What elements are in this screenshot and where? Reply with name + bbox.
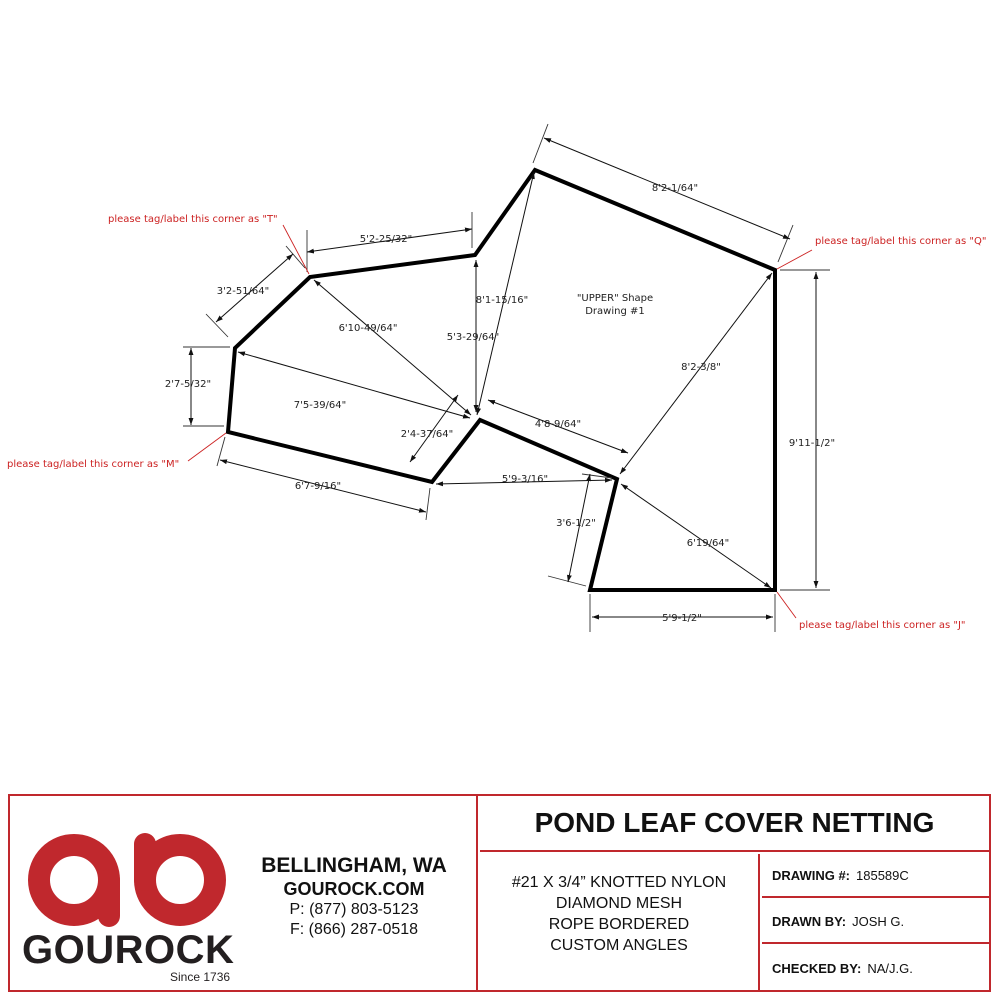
dim-bottom-left-edge: 6'7-9/16": [295, 481, 341, 492]
checked-by-label: CHECKED BY:: [772, 960, 862, 976]
dim-inner-center-right: 4'8-9/64": [535, 419, 581, 430]
checked-by-value: NA/J.G.: [867, 960, 913, 976]
company-panel: GOUROCK Since 1736 BELLINGHAM, WA GOUROC…: [10, 796, 478, 990]
corner-note-m: please tag/label this corner as "M": [7, 459, 179, 470]
dim-diag-m-to-center: 7'5-39/64": [294, 400, 347, 411]
company-website[interactable]: GOUROCK.COM: [283, 879, 425, 899]
dim-top-right-edge: 8'2-1/64": [652, 183, 698, 194]
dimension-lines: [188, 137, 819, 620]
drawn-by-label: DRAWN BY:: [772, 913, 847, 929]
drawing-number-row: DRAWING #: 185589C: [762, 854, 989, 898]
company-fax: F: (866) 287-0518: [289, 921, 419, 938]
spec-line: CUSTOM ANGLES: [550, 937, 688, 954]
dim-lower-left-edge: 3'6-1/2": [556, 518, 596, 529]
logo-wordmark: GOUROCK: [22, 928, 235, 972]
extension-lines: [183, 123, 830, 632]
shape-label-line-1: "UPPER" Shape: [577, 293, 653, 304]
dim-bottom-edge: 5'9-1/2": [662, 613, 702, 624]
dim-diag-lower-right: 6'19/64": [687, 538, 730, 549]
drawing-number-value: 185589C: [856, 867, 909, 883]
dimension-labels: 8'2-1/64" 5'2-25/32" 3'2-51/64" 2'7-5/32…: [165, 183, 835, 624]
product-title: POND LEAF COVER NETTING: [480, 796, 989, 852]
dim-diag-t-to-center: 6'10-49/64": [339, 323, 398, 334]
checked-by-row: CHECKED BY: NA/J.G.: [762, 946, 989, 990]
shape-outline: [225, 167, 777, 592]
corner-note-t: please tag/label this corner as "T": [108, 214, 278, 225]
dim-diag-right: 8'2-3/8": [681, 362, 721, 373]
dim-top-left-edge: 5'2-25/32": [360, 234, 413, 245]
pond-net-shape-drawing: 8'2-1/64" 5'2-25/32" 3'2-51/64" 2'7-5/32…: [7, 123, 986, 632]
company-city: BELLINGHAM, WA: [261, 854, 447, 877]
gourock-logo-icon: [28, 833, 226, 927]
corner-note-j: please tag/label this corner as "J": [799, 620, 966, 631]
shape-label-line-2: Drawing #1: [585, 306, 645, 317]
dim-inner-bottom: 5'9-3/16": [502, 474, 548, 485]
dim-diag-center-vertical: 5'3-29/64": [447, 332, 500, 343]
spec-line: DIAMOND MESH: [555, 895, 683, 912]
spec-line: #21 X 3/4” KNOTTED NYLON: [511, 874, 727, 891]
corner-note-q: please tag/label this corner as "Q": [815, 236, 986, 247]
dim-diag-top-center: 8'1-15/16": [476, 295, 529, 306]
spec-line: ROPE BORDERED: [548, 916, 690, 933]
dim-left-edge: 2'7-5/32": [165, 379, 211, 390]
dim-right-edge: 9'11-1/2": [789, 438, 835, 449]
company-phone: P: (877) 803-5123: [289, 901, 419, 918]
note-leaders: [187, 224, 813, 619]
drawn-by-row: DRAWN BY: JOSH G.: [762, 900, 989, 944]
dim-inner-short: 2'4-37/64": [401, 429, 454, 440]
contact-info: BELLINGHAM, WA GOUROCK.COM P: (877) 803-…: [236, 854, 472, 940]
title-block: GOUROCK Since 1736 BELLINGHAM, WA GOUROC…: [8, 794, 991, 992]
product-spec: #21 X 3/4” KNOTTED NYLON DIAMOND MESH RO…: [480, 854, 760, 990]
dim-upper-left-edge: 3'2-51/64": [217, 286, 270, 297]
drawing-number-label: DRAWING #:: [772, 867, 850, 883]
drawn-by-value: JOSH G.: [852, 913, 905, 929]
logo-since: Since 1736: [170, 970, 231, 984]
